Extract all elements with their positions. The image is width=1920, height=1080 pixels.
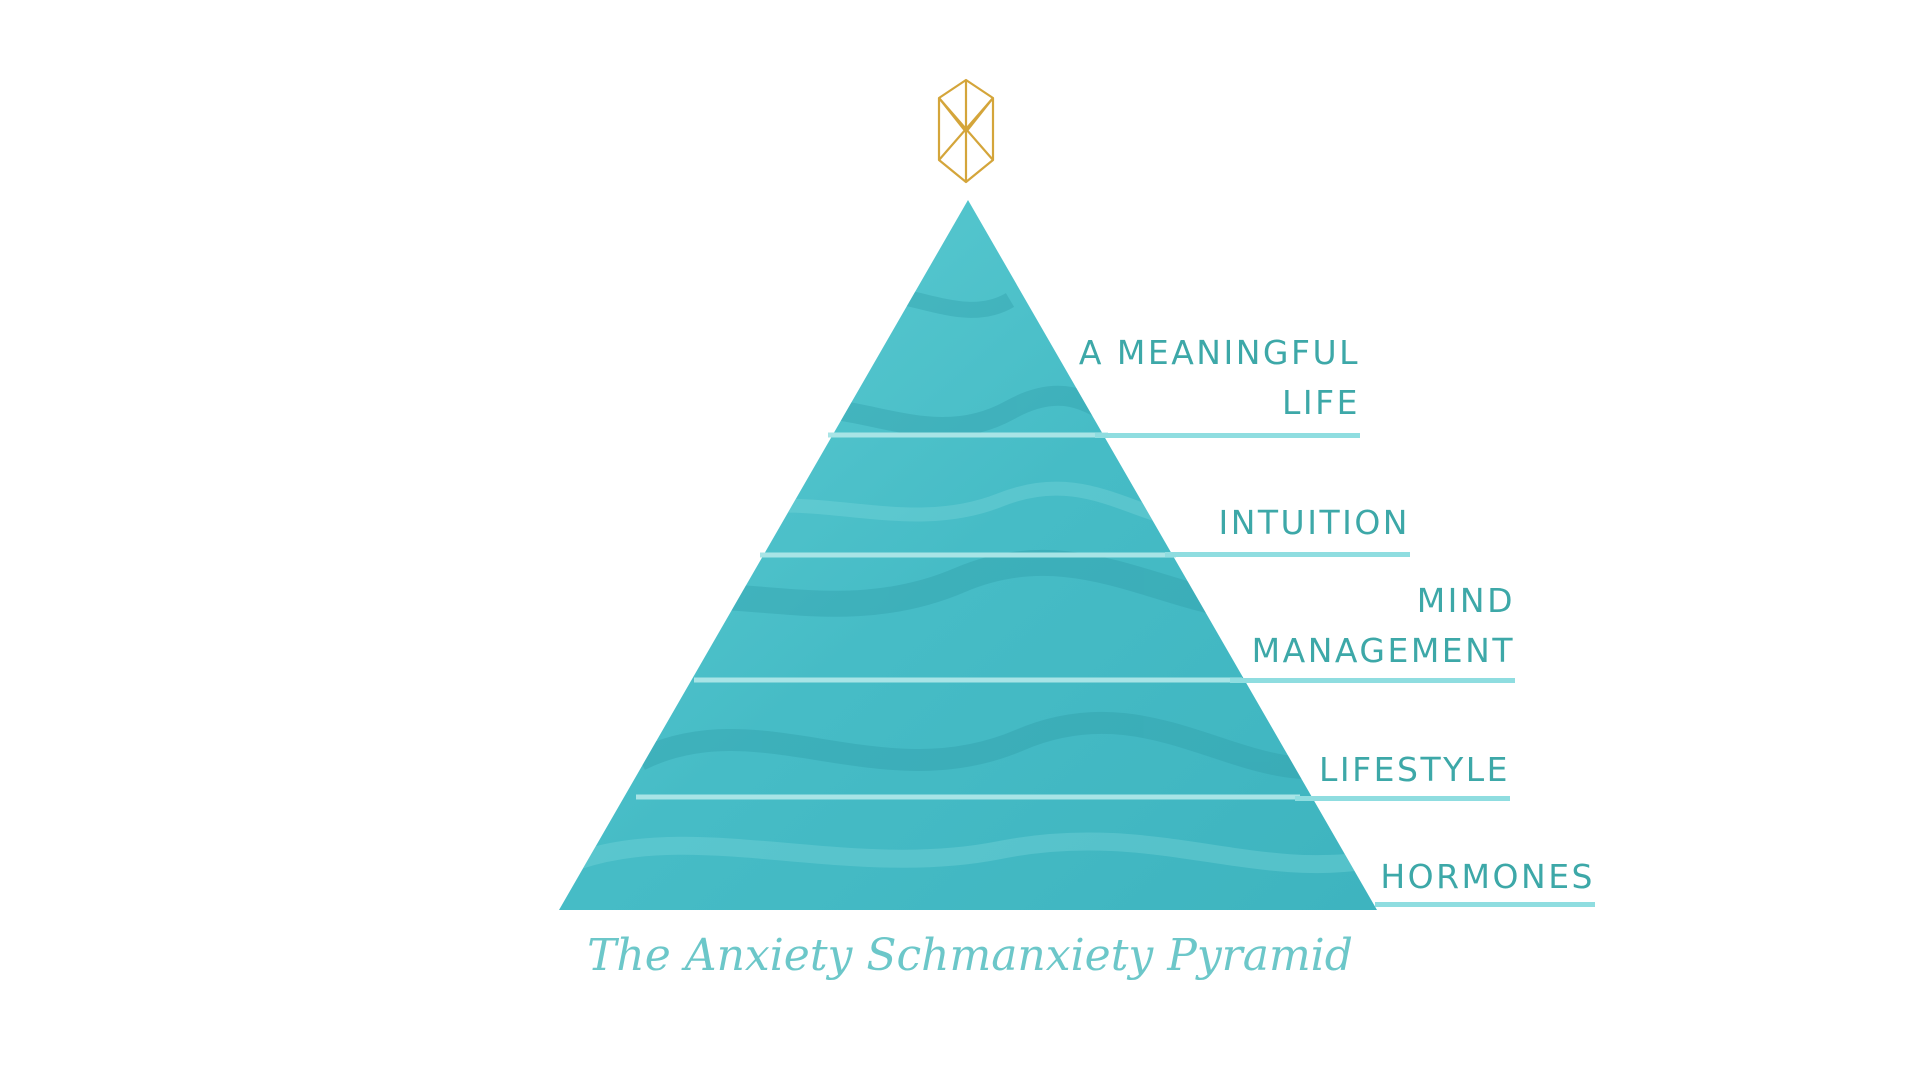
leader-line-hormones [1375,902,1595,907]
leader-line-intuition [1165,552,1410,557]
level-label-meaningful-life: A MEANINGFUL LIFE [1078,333,1360,422]
level-label-intuition: INTUITION [1218,503,1410,542]
leader-line-meaningful-life [1095,433,1360,438]
diagram-title: The Anxiety Schmanxiety Pyramid [587,930,1353,981]
leader-line-mind-management [1230,678,1515,683]
level-label-lifestyle: LIFESTYLE [1319,750,1510,789]
leader-line-lifestyle [1295,796,1510,801]
gold-crystal-icon [937,78,995,184]
level-label-mind-management: MIND MANAGEMENT [1251,581,1515,670]
level-label-hormones: HORMONES [1380,857,1595,896]
